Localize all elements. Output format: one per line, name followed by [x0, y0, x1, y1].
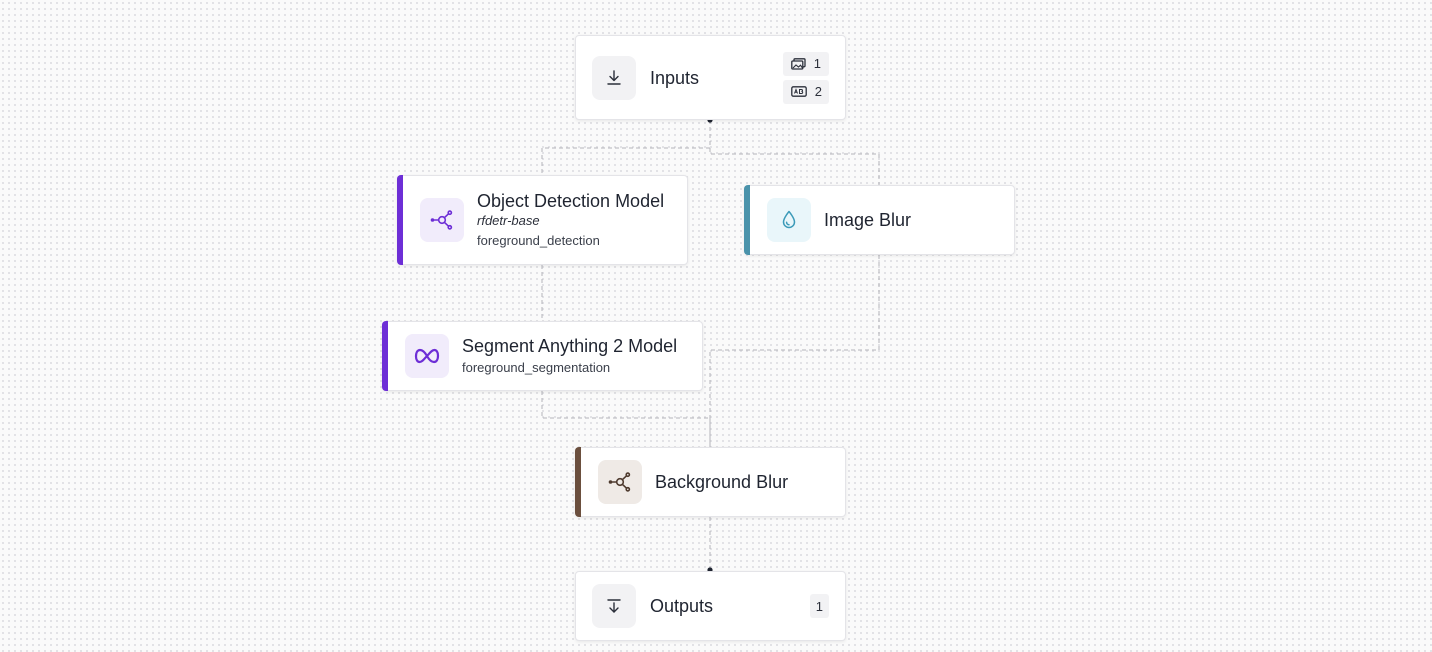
graph-nodes-icon [598, 460, 642, 504]
node-title: Background Blur [655, 472, 789, 492]
node-accent-bar [575, 447, 581, 517]
text-field-icon [790, 86, 807, 97]
node-accent-bar [382, 321, 388, 391]
node-title: Outputs [650, 596, 714, 616]
badge-count: 2 [814, 84, 822, 99]
outputs-node[interactable]: Outputs 1 [575, 571, 846, 641]
step-name: foreground_segmentation [462, 360, 611, 375]
output-count-badge: 1 [809, 594, 829, 618]
node-accent-bar [744, 185, 750, 255]
node-title: Inputs [650, 67, 700, 88]
image-input-badge: 1 [782, 51, 829, 76]
node-title: Image Blur [824, 210, 912, 230]
node-title: Object Detection Model [477, 191, 665, 211]
node-accent-bar [397, 175, 403, 265]
inputs-node[interactable]: Inputs 1 [575, 35, 846, 120]
download-icon [592, 55, 636, 100]
droplet-icon [767, 198, 811, 242]
object-detection-node[interactable]: Object Detection Model rfdetr-base foreg… [397, 175, 688, 265]
step-name: foreground_detection [477, 233, 600, 248]
download-icon [592, 584, 636, 628]
edge-image-blur-to-background-blur [709, 255, 880, 447]
text-input-badge: 2 [782, 79, 829, 104]
input-badges: 1 2 [782, 51, 829, 104]
infinity-icon [405, 334, 449, 378]
badge-count: 1 [813, 56, 821, 71]
background-blur-node[interactable]: Background Blur [575, 447, 846, 517]
edge-inputs-to-image-blur [709, 120, 880, 185]
image-blur-node[interactable]: Image Blur [744, 185, 1015, 255]
graph-nodes-icon [420, 198, 464, 242]
image-icon [790, 57, 806, 70]
badge-count: 1 [815, 598, 823, 614]
output-badges: 1 [809, 594, 829, 618]
edge-segment-anything-to-background-blur [541, 391, 711, 447]
segment-anything-node[interactable]: Segment Anything 2 Model foreground_segm… [382, 321, 703, 391]
node-title: Segment Anything 2 Model [462, 336, 678, 356]
model-id: rfdetr-base [477, 213, 540, 228]
edge-inputs-to-object-detection [541, 120, 711, 175]
